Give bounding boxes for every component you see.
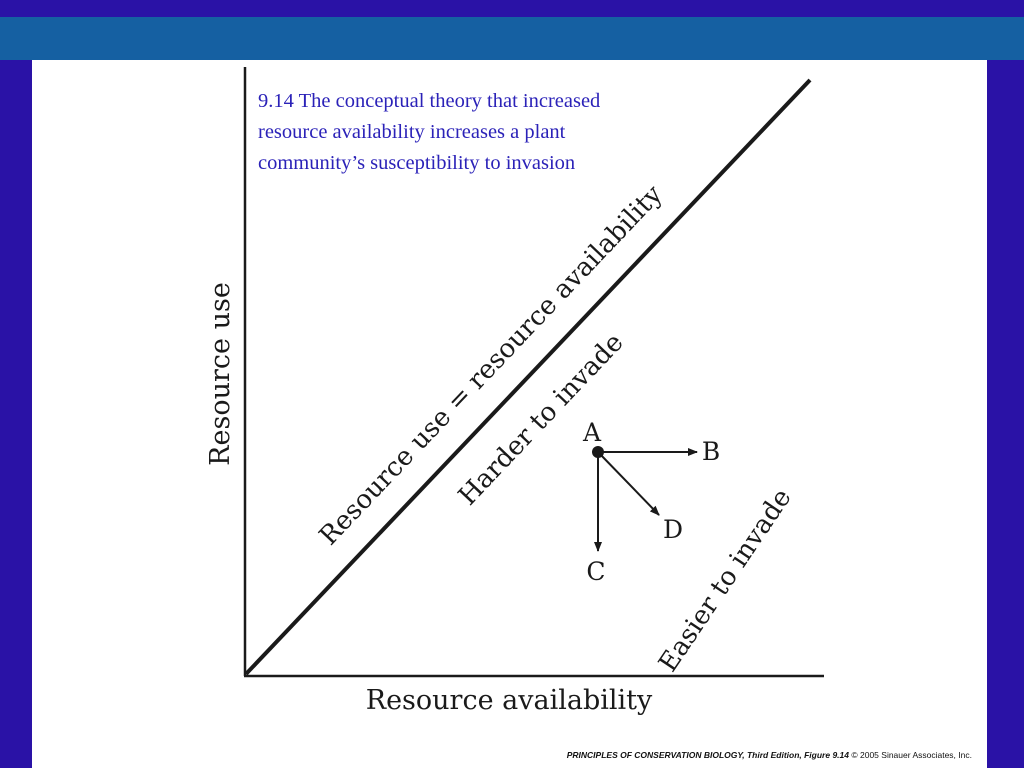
point-a-marker xyxy=(592,446,604,458)
y-axis-label: Resource use xyxy=(205,282,236,466)
caption-line-1: 9.14 The conceptual theory that increase… xyxy=(258,90,601,112)
book-reference: PRINCIPLES OF CONSERVATION BIOLOGY, Thir… xyxy=(566,750,849,760)
arrow-a-to-d xyxy=(597,451,660,516)
easier-to-invade-label: Easier to invade xyxy=(653,483,797,677)
x-axis-label: Resource availability xyxy=(366,685,653,716)
point-b-label: B xyxy=(702,437,720,466)
copyright-notice: © 2005 Sinauer Associates, Inc. xyxy=(851,750,972,760)
point-d-label: D xyxy=(663,515,683,544)
figure-credit: PRINCIPLES OF CONSERVATION BIOLOGY, Thir… xyxy=(567,750,972,760)
point-a-label: A xyxy=(582,418,602,447)
point-c-label: C xyxy=(586,557,605,586)
slide-content xyxy=(32,60,987,768)
diagonal-label: Resource use = resource availability xyxy=(314,179,669,551)
title-bar xyxy=(0,17,1024,60)
figure-caption: 9.14 The conceptual theory that increase… xyxy=(258,86,718,179)
caption-line-2: resource availability increases a plant xyxy=(258,121,566,143)
caption-line-3: community’s susceptibility to invasion xyxy=(258,152,576,174)
diagonal-line xyxy=(244,78,812,676)
